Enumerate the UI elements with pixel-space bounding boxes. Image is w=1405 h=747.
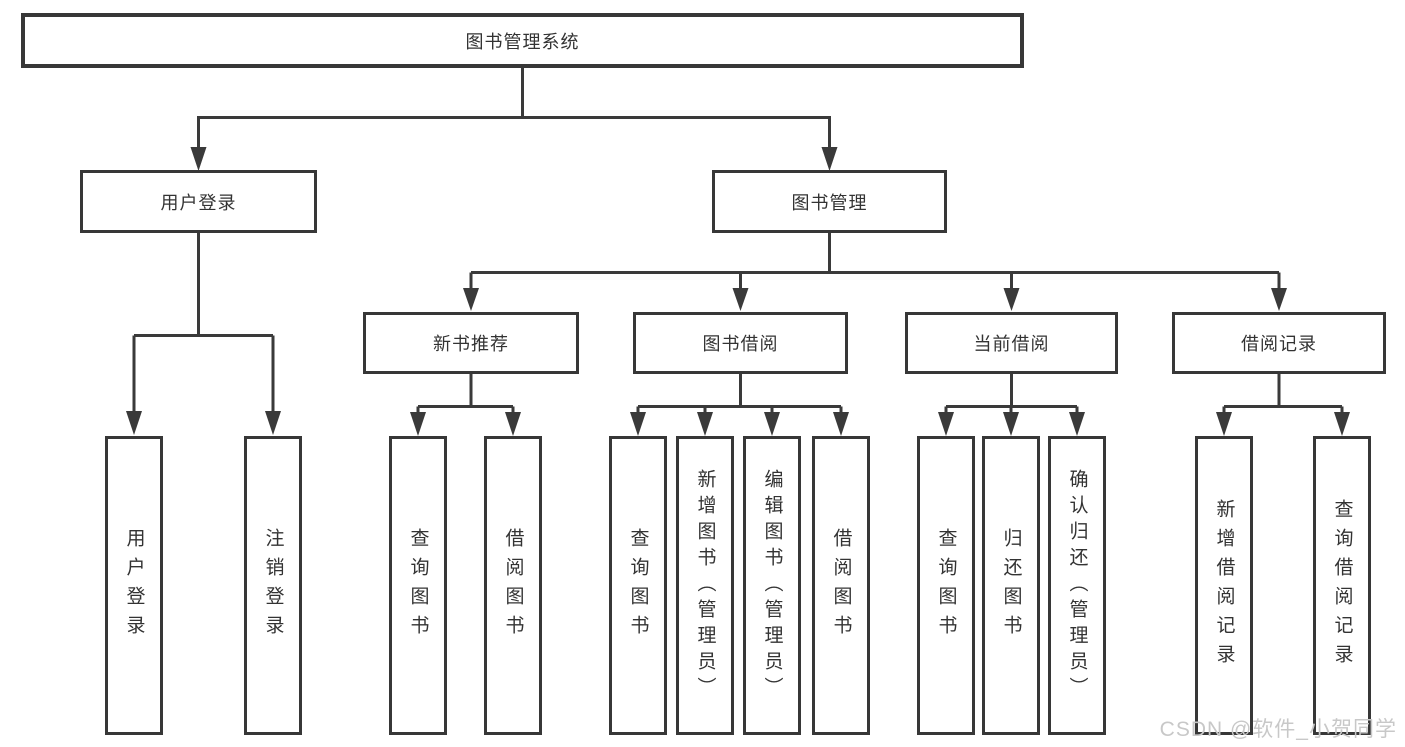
connector-current-to-leaves (938, 374, 1085, 436)
connector-bookmgmt-to-level3 (463, 233, 1287, 311)
node-user-login: 用户登录 (80, 170, 317, 233)
leaf-query-borrow-record: 查询借阅记录 (1313, 436, 1371, 735)
leaf-borrow-books-recommend: 借阅图书 (484, 436, 542, 735)
leaf-logout: 注销登录 (244, 436, 302, 735)
node-current-borrow: 当前借阅 (905, 312, 1118, 374)
leaf-query-books-recommend: 查询图书 (389, 436, 447, 735)
connector-root-to-level2 (190, 68, 838, 171)
node-book-management: 图书管理 (712, 170, 947, 233)
leaf-borrow-books: 借阅图书 (812, 436, 870, 735)
node-book-borrow: 图书借阅 (633, 312, 848, 374)
leaf-query-books-borrow: 查询图书 (609, 436, 667, 735)
connector-borrow-to-leaves (630, 374, 849, 436)
node-borrow-records: 借阅记录 (1172, 312, 1386, 374)
connector-login-to-leaves (126, 233, 281, 435)
leaf-add-borrow-record: 新增借阅记录 (1195, 436, 1253, 735)
leaf-edit-book-admin: 编辑图书（管理员） (743, 436, 801, 735)
leaf-user-login: 用户登录 (105, 436, 163, 735)
leaf-query-books-current: 查询图书 (917, 436, 975, 735)
leaf-add-book-admin: 新增图书（管理员） (676, 436, 734, 735)
connector-recommend-to-leaves (410, 374, 521, 436)
connector-records-to-leaves (1216, 374, 1350, 436)
node-root-system: 图书管理系统 (21, 13, 1024, 68)
leaf-confirm-return-admin: 确认归还（管理员） (1048, 436, 1106, 735)
node-new-book-recommend: 新书推荐 (363, 312, 579, 374)
leaf-return-book: 归还图书 (982, 436, 1040, 735)
csdn-watermark: CSDN @软件_小贺同学 (1159, 718, 1397, 741)
